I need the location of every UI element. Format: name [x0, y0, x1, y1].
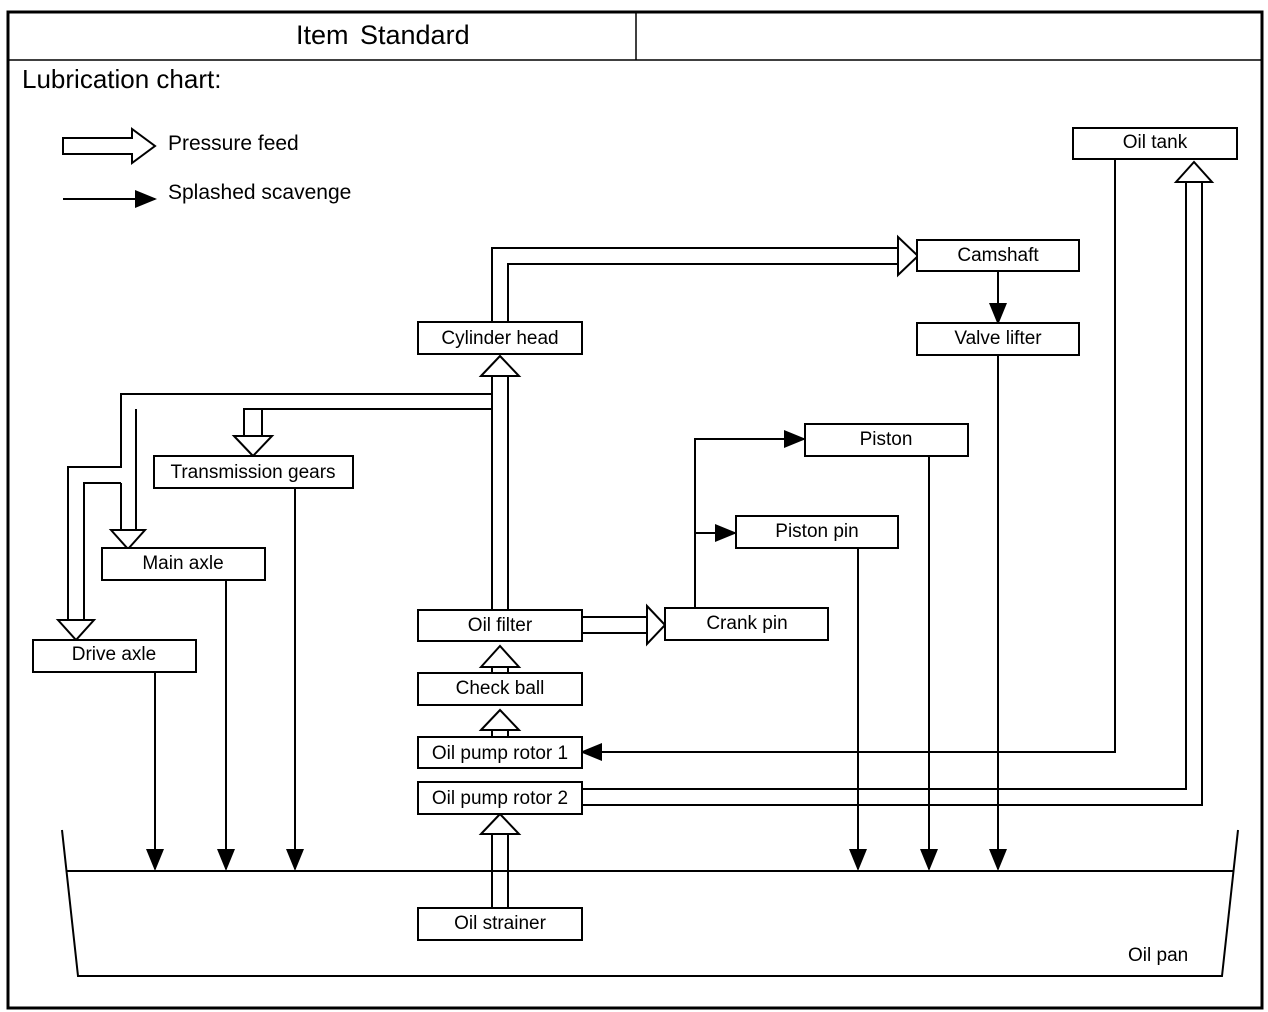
arrow-to-drive-axle-icon — [55, 619, 97, 642]
pressure-feed-pipes — [67, 182, 1203, 908]
arrow-to-oil-pump-rotor-2-icon — [478, 812, 522, 835]
crank-pin-label: Crank pin — [706, 613, 787, 634]
node-piston-pin: Piston pin — [735, 515, 899, 549]
splashed-scavenge-lines — [146, 159, 1116, 871]
oil-tank-label: Oil tank — [1123, 132, 1188, 153]
arrow-to-camshaft-icon — [897, 234, 920, 278]
arrow-to-oil-tank-icon — [1173, 160, 1215, 183]
piston-pin-label: Piston pin — [775, 521, 858, 542]
node-main-axle: Main axle — [101, 547, 266, 581]
legend-splashed-scavenge-label: Splashed scavenge — [168, 181, 351, 204]
oil-strainer-label: Oil strainer — [454, 913, 547, 934]
node-cylinder-head: Cylinder head — [417, 321, 583, 355]
camshaft-label: Camshaft — [957, 245, 1039, 266]
node-valve-lifter: Valve lifter — [916, 322, 1080, 356]
node-oil-pump-rotor-2: Oil pump rotor 2 — [417, 781, 583, 815]
oil-filter-label: Oil filter — [468, 615, 533, 636]
drive-axle-label: Drive axle — [72, 644, 156, 665]
node-crank-pin: Crank pin — [664, 607, 829, 641]
header-standard-label: Standard — [360, 20, 470, 50]
node-oil-filter: Oil filter — [417, 609, 583, 642]
node-oil-strainer: Oil strainer — [417, 907, 583, 941]
oil-pump-rotor-2-label: Oil pump rotor 2 — [432, 788, 568, 809]
check-ball-label: Check ball — [456, 678, 545, 699]
arrow-to-transmission-gears-icon — [231, 435, 275, 458]
chart-title: Lubrication chart: — [22, 64, 221, 94]
arrow-to-oil-filter-icon — [478, 644, 522, 668]
valve-lifter-label: Valve lifter — [954, 328, 1042, 349]
node-drive-axle: Drive axle — [32, 639, 197, 673]
piston-label: Piston — [860, 429, 913, 450]
legend-pressure-feed-label: Pressure feed — [168, 132, 299, 155]
node-camshaft: Camshaft — [916, 239, 1080, 272]
arrow-to-check-ball-icon — [478, 708, 522, 731]
outer-frame — [6, 10, 1264, 1010]
transmission-gears-label: Transmission gears — [170, 462, 335, 483]
arrow-to-main-axle-icon — [108, 529, 148, 551]
oil-pan-outline — [61, 829, 1239, 977]
node-transmission-gears: Transmission gears — [153, 455, 354, 489]
oil-pump-rotor-1-label: Oil pump rotor 1 — [432, 743, 568, 764]
header-item-label: Item — [296, 20, 349, 50]
arrow-to-cylinder-head-icon — [478, 354, 522, 377]
pressure-feed-arrowheads — [55, 160, 1215, 835]
cylinder-head-label: Cylinder head — [441, 328, 558, 349]
legend-hollow-arrow-icon — [62, 127, 157, 165]
node-oil-pump-rotor-1: Oil pump rotor 1 — [417, 736, 583, 769]
oil-pan-label: Oil pan — [1128, 945, 1188, 966]
arrow-to-crank-pin-icon — [646, 603, 667, 647]
node-piston: Piston — [804, 423, 969, 457]
main-axle-label: Main axle — [142, 553, 223, 574]
node-check-ball: Check ball — [417, 672, 583, 706]
node-oil-tank: Oil tank — [1072, 127, 1238, 160]
